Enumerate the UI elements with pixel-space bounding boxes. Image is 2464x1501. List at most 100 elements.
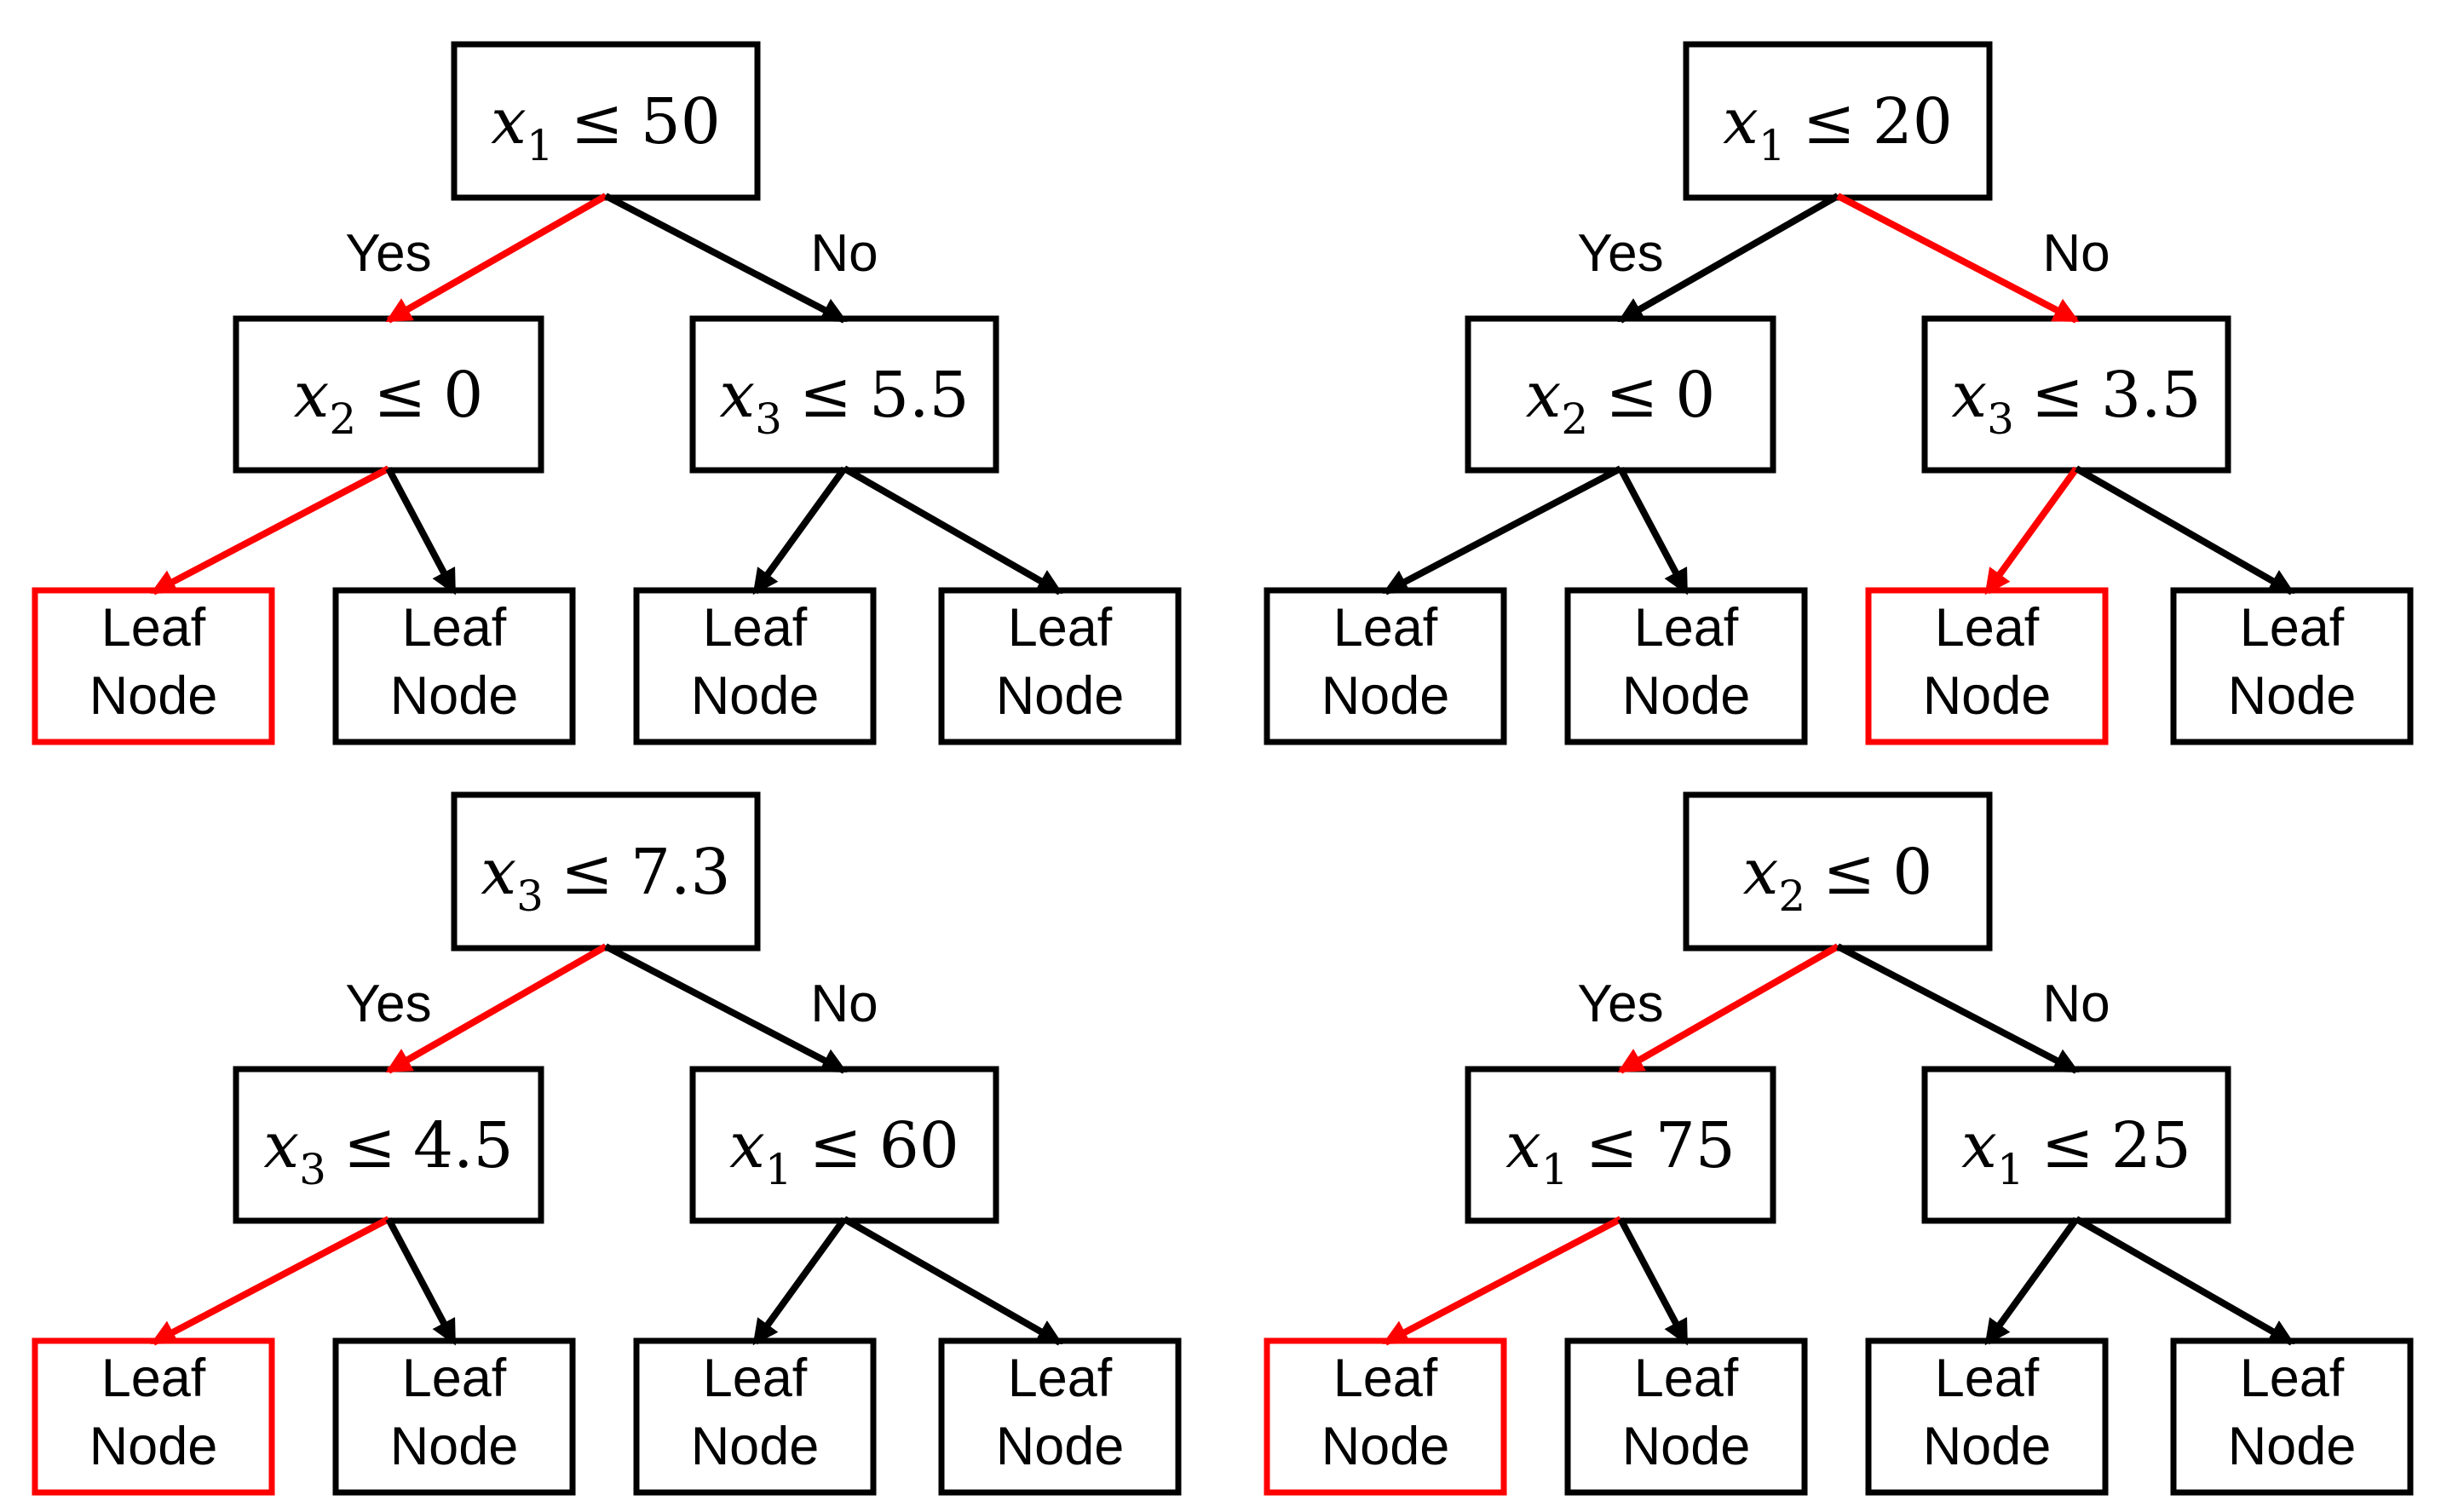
condition-subscript: 2: [329, 394, 356, 444]
condition-variable: x: [263, 1109, 299, 1182]
tree-top-left-no-label: No: [810, 224, 878, 283]
condition-subscript: 1: [765, 1145, 792, 1194]
condition-variable: x: [1505, 1109, 1541, 1182]
tree-top-left-leaf-0-label-line1: Leaf: [101, 598, 206, 658]
tree-top-left-edge-left-leaf0-highlighted: [150, 465, 390, 595]
tree-bottom-right-left-child-node: [1465, 1066, 1776, 1224]
tree-bottom-left-root-node: [451, 791, 761, 952]
tree-bottom-left-no-label: No: [810, 975, 878, 1033]
condition-threshold: 25: [2111, 1109, 2191, 1182]
tree-top-right-edge-root-left: [1617, 193, 1839, 324]
tree-top-right-edge-right-leaf3: [2075, 465, 2295, 595]
tree-bottom-left-leaf-2-label-line2: Node: [691, 1417, 820, 1476]
condition-variable: x: [1951, 359, 1987, 432]
tree-bottom-right-edge-right-leaf2: [1983, 1216, 2080, 1346]
tree-top-left-root-condition: x1≤50: [491, 85, 721, 170]
condition-operator: ≤: [571, 85, 624, 158]
tree-bottom-right-yes-label: Yes: [1577, 975, 1663, 1033]
condition-operator: ≤: [809, 1109, 862, 1182]
tree-top-right-left-condition: x2≤0: [1526, 359, 1716, 444]
tree-bottom-left-leaf-3-label-line1: Leaf: [1008, 1349, 1113, 1408]
condition-variable: x: [1743, 836, 1779, 909]
tree-top-right-leaf-2-label-line2: Node: [1923, 666, 2052, 726]
tree-top-left-leaf-1-label-line1: Leaf: [402, 598, 507, 658]
tree-bottom-right-leaf-0-label-line2: Node: [1321, 1417, 1450, 1476]
condition-subscript: 3: [516, 871, 544, 921]
condition-subscript: 3: [299, 1145, 326, 1194]
condition-subscript: 1: [1541, 1145, 1569, 1194]
tree-top-left-leaf-1-label-line2: Node: [390, 666, 519, 726]
tree-top-right-yes-label: Yes: [1577, 224, 1663, 283]
tree-top-left-left-child-node: [233, 315, 544, 474]
condition-threshold: 60: [879, 1109, 959, 1182]
tree-bottom-right-edge-root-right: [1836, 943, 2080, 1074]
tree-top-left-yes-label: Yes: [345, 224, 431, 283]
condition-variable: x: [719, 359, 755, 432]
tree-bottom-left-edge-root-right: [604, 943, 848, 1074]
tree-top-right-edge-root-right-highlighted: [1836, 193, 2080, 324]
tree-top-left-leaf-2-node: [633, 587, 877, 745]
tree-bottom-left-leaf-1-label-line2: Node: [390, 1417, 519, 1476]
condition-subscript: 1: [1759, 121, 1786, 170]
condition-variable: x: [294, 359, 330, 432]
tree-top-right-leaf-2-label-line1: Leaf: [1935, 598, 2040, 658]
tree-bottom-left-edge-left-leaf1: [385, 1217, 458, 1346]
tree-bottom-left-edge-right-leaf3: [843, 1216, 1063, 1346]
condition-operator: ≤: [343, 1109, 396, 1182]
tree-bottom-right-leaf-2-node: [1865, 1337, 2109, 1496]
tree-top-right-left-child-node: [1465, 315, 1776, 474]
tree-top-left-edge-right-leaf2: [751, 466, 848, 595]
condition-variable: x: [481, 836, 516, 909]
tree-bottom-left-root-condition: x3≤7.3: [481, 836, 730, 921]
tree-bottom-right-leaf-0-node: [1264, 1337, 1507, 1496]
tree-bottom-left-leaf-3-node: [938, 1337, 1182, 1496]
tree-bottom-left-left-condition: x3 ≤4.5: [263, 1109, 513, 1194]
tree-bottom-right-root-condition: x2≤0: [1743, 836, 1933, 921]
tree-bottom-right-left-condition: x1≤75: [1505, 1109, 1736, 1194]
condition-variable: x: [1526, 359, 1562, 432]
tree-top-right-leaf-3-label-line2: Node: [2228, 666, 2357, 726]
tree-bottom-right-leaf-2-label-line2: Node: [1923, 1417, 2052, 1476]
tree-top-right-leaf-1-label-line2: Node: [1622, 666, 1751, 726]
tree-bottom-right-edge-left-leaf0-highlighted: [1382, 1216, 1622, 1346]
condition-subscript: 3: [1987, 394, 2014, 444]
tree-top-left-left-condition: x2≤0: [294, 359, 484, 444]
tree-top-right-root-condition: x1≤20: [1723, 85, 1953, 170]
tree-top-left-leaf-3-label-line2: Node: [996, 666, 1125, 726]
tree-bottom-left-edge-root-left-highlighted: [385, 943, 607, 1074]
tree-top-right-edge-right-leaf2-highlighted: [1983, 466, 2080, 595]
tree-top-right-edge-left-leaf0: [1382, 465, 1622, 595]
tree-bottom-right-edge-root-left-highlighted: [1617, 943, 1839, 1074]
tree-top-left-leaf-3-label-line1: Leaf: [1008, 598, 1113, 658]
tree-top-left-leaf-2-label-line2: Node: [691, 666, 820, 726]
tree-bottom-right-edge-right-leaf3: [2075, 1216, 2295, 1346]
tree-top-right-leaf-3-node: [2170, 587, 2414, 745]
tree-bottom-left-leaf-0-node: [32, 1337, 275, 1496]
tree-top-right-no-label: No: [2042, 224, 2110, 283]
tree-top-left-edge-root-right: [604, 193, 848, 324]
condition-operator: ≤: [2041, 1109, 2094, 1182]
condition-subscript: 2: [1561, 394, 1588, 444]
tree-top-left-right-condition: x3≤5.5: [719, 359, 969, 444]
tree-top-right-edge-left-leaf1: [1617, 467, 1690, 595]
tree-top-left-root-node: [451, 41, 761, 201]
condition-threshold: 20: [1873, 85, 1953, 158]
condition-subscript: 1: [527, 121, 554, 170]
tree-top-right-leaf-1-node: [1564, 587, 1808, 745]
tree-bottom-right-right-condition: x1≤25: [1961, 1109, 2191, 1194]
tree-bottom-right-leaf-1-label-line2: Node: [1622, 1417, 1751, 1476]
condition-threshold: 4.5: [413, 1109, 514, 1182]
tree-bottom-left-yes-label: Yes: [345, 975, 431, 1033]
condition-operator: ≤: [1803, 85, 1856, 158]
tree-bottom-left-leaf-0-label-line2: Node: [89, 1417, 218, 1476]
tree-top-right-leaf-3-label-line1: Leaf: [2240, 598, 2345, 658]
tree-bottom-left-leaf-0-label-line1: Leaf: [101, 1349, 206, 1408]
condition-operator: ≤: [1586, 1109, 1638, 1182]
tree-top-left-edge-right-leaf3: [843, 465, 1063, 595]
